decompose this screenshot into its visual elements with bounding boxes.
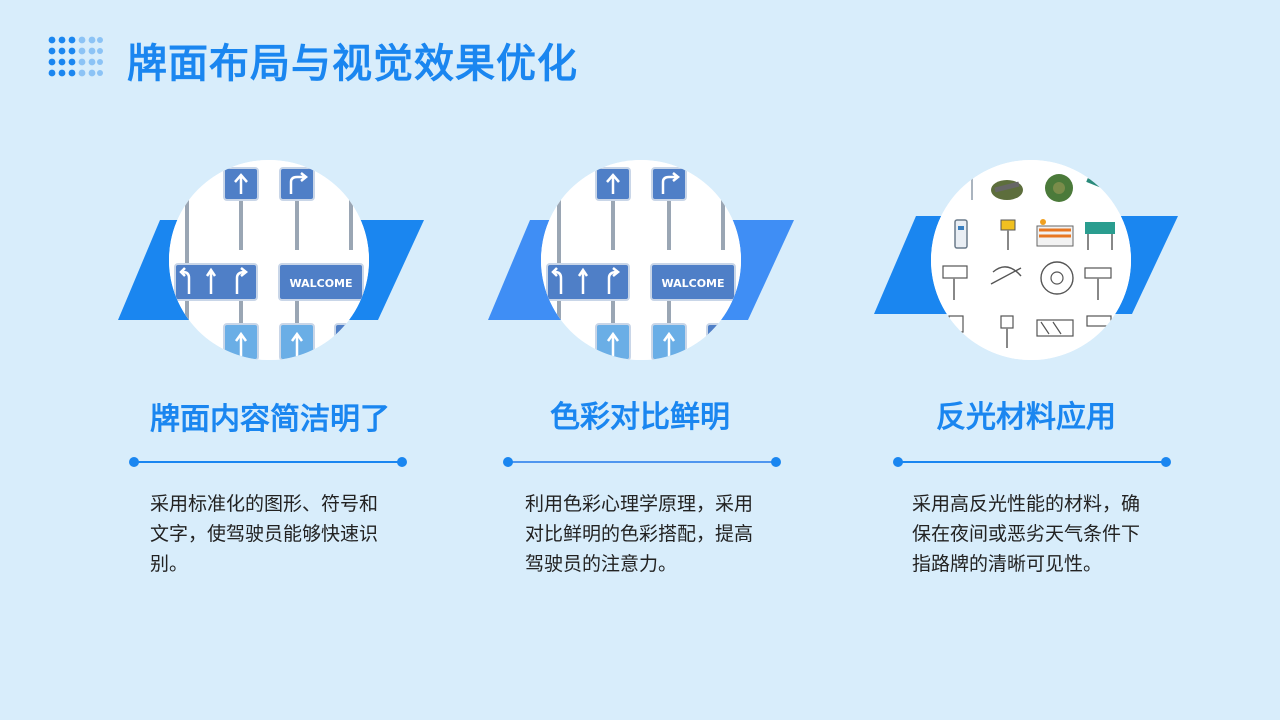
- card-divider: [893, 457, 1171, 467]
- road-sign-image: WALCOME: [541, 160, 741, 360]
- card-description: 采用标准化的图形、符号和文字，使驾驶员能够快速识别。: [150, 493, 379, 575]
- page-title: 牌面布局与视觉效果优化: [127, 41, 578, 87]
- card-description: 采用高反光性能的材料，确保在夜间或恶劣天气条件下指路牌的清晰可见性。: [912, 493, 1141, 575]
- welcome-sign-text: WALCOME: [661, 277, 724, 290]
- card-description: 利用色彩心理学原理，采用对比鲜明的色彩搭配，提高驾驶员的注意力。: [525, 493, 754, 575]
- card-divider: [503, 457, 781, 467]
- feature-card-reflective: 反光材料应用 采用高反光性能的材料，确保在夜间或恶劣天气条件下指路牌的清晰可见性…: [866, 0, 1186, 720]
- welcome-sign-text: WALCOME: [289, 277, 352, 290]
- feature-card-color: WALCOME 色彩对比鲜明 利用色彩心理学原理，采用对比鲜明的色彩搭配，提高驾…: [480, 0, 800, 720]
- card-heading: 反光材料应用: [936, 400, 1116, 435]
- card-heading: 牌面内容简洁明了: [150, 402, 390, 437]
- card-heading: 色彩对比鲜明: [550, 400, 730, 435]
- feature-card-content: WALCOME 牌面内容简洁明了 采用标准化的图形、符号和文字，使驾驶员能够快速…: [110, 0, 430, 720]
- road-sign-icons-image: [931, 160, 1131, 360]
- card-divider: [129, 457, 407, 467]
- dot-grid-decoration: [48, 36, 103, 77]
- road-sign-image: WALCOME: [169, 160, 369, 360]
